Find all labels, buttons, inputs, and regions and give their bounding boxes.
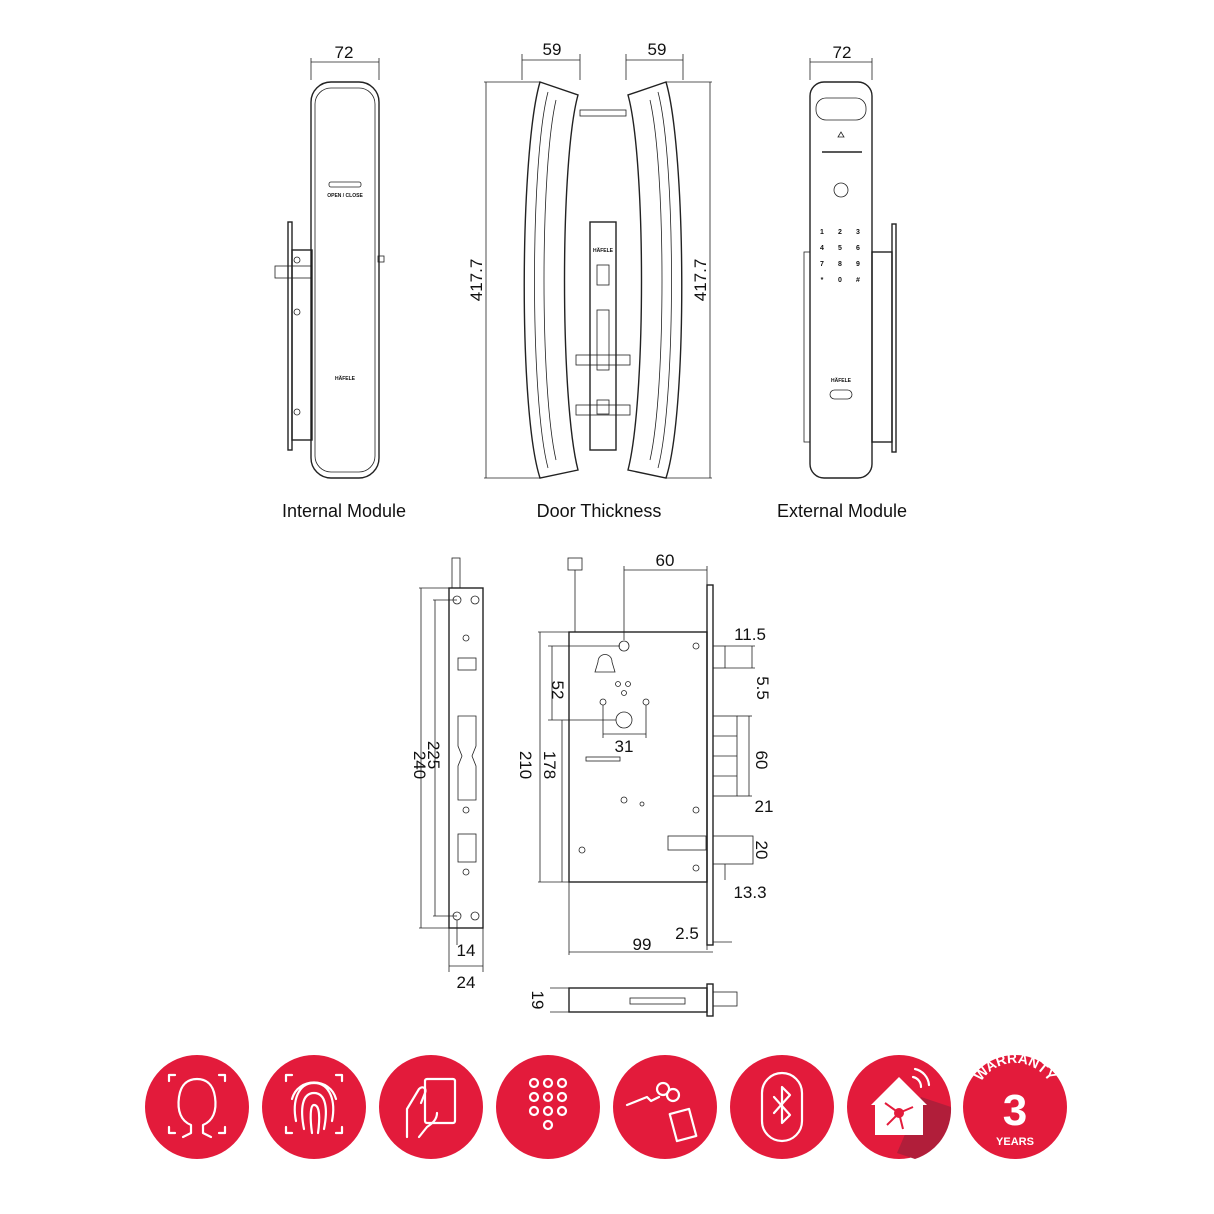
external-module-view: 1 2 3 4 5 6 7 8 9 * 0 # HÄFELE 72 External Module (777, 43, 907, 521)
door-thickness-label: Door Thickness (537, 501, 662, 521)
keypad: 1 2 3 4 5 6 7 8 9 * 0 # (820, 229, 860, 284)
keypad-key: * (821, 277, 824, 284)
keypad-key: 5 (838, 245, 842, 252)
keypad-key: 0 (838, 277, 842, 284)
card-icon (379, 1055, 483, 1159)
dim-5-5: 5.5 (753, 676, 772, 700)
door-right-width-dim: 59 (648, 40, 667, 59)
face-scan-icon (145, 1055, 249, 1159)
dim-20: 20 (752, 841, 771, 860)
mortise-side-view: 240 225 14 24 (410, 557, 484, 992)
warranty-icon: WARRANTY 3 YEARS (963, 1050, 1067, 1159)
dim-2-5: 2.5 (675, 924, 699, 943)
key-icon (613, 1055, 717, 1159)
dim-14: 14 (457, 941, 476, 960)
plate-brand: HÄFELE (593, 247, 614, 254)
mortise-front-view: 60 11.5 5.5 52 31 210 178 60 21 20 13.3 … (516, 551, 773, 955)
dim-31: 31 (615, 737, 634, 756)
open-close-label: OPEN / CLOSE (327, 193, 363, 199)
dim-178: 178 (540, 751, 559, 779)
bluetooth-icon (730, 1055, 834, 1159)
keypad-key: 4 (820, 245, 824, 252)
dim-210: 210 (516, 751, 535, 779)
keypad-dot (556, 1105, 568, 1117)
internal-module-view: OPEN / CLOSE HÄFELE 72 Internal Module (274, 43, 406, 521)
dim-60-bolt: 60 (752, 751, 771, 770)
internal-width-dim: 72 (335, 43, 354, 62)
dim-13-3: 13.3 (733, 883, 766, 902)
keypad-dot (542, 1091, 554, 1103)
keypad-dot (556, 1091, 568, 1103)
external-brand: HÄFELE (831, 377, 852, 384)
keypad-dot (528, 1105, 540, 1117)
keypad-key: # (856, 277, 860, 284)
dim-99: 99 (633, 935, 652, 954)
dim-11-5: 11.5 (734, 625, 766, 644)
door-thickness-view: HÄFELE 59 59 417.7 417.7 Door Thickness (467, 40, 712, 521)
keypad-dot (556, 1077, 568, 1089)
internal-module-label: Internal Module (282, 501, 406, 521)
feature-icons: WARRANTY 3 YEARS (145, 1050, 1067, 1159)
internal-brand: HÄFELE (335, 375, 356, 382)
keypad-key: 1 (820, 229, 824, 236)
external-width-dim: 72 (833, 43, 852, 62)
dim-52: 52 (548, 681, 567, 700)
keypad-dot (542, 1077, 554, 1089)
door-height-right-dim: 417.7 (691, 259, 710, 302)
warranty-years-number: 3 (1003, 1086, 1027, 1135)
keypad-dot (542, 1105, 554, 1117)
dim-21: 21 (755, 797, 774, 816)
door-height-left-dim: 417.7 (467, 259, 486, 302)
dim-240: 240 (410, 751, 429, 779)
keypad-key: 8 (838, 261, 842, 268)
door-left-width-dim: 59 (543, 40, 562, 59)
keypad-key: 9 (856, 261, 860, 268)
warranty-years-label: YEARS (996, 1136, 1034, 1148)
keypad-dot (542, 1119, 554, 1131)
smart-home-icon (847, 1055, 952, 1159)
external-module-label: External Module (777, 501, 907, 521)
mortise-bottom-view: 19 (528, 983, 738, 1017)
dim-225: 225 (424, 741, 443, 769)
dim-60-top: 60 (656, 551, 675, 570)
keypad-dot (528, 1091, 540, 1103)
keypad-key: 6 (856, 245, 860, 252)
dim-19: 19 (528, 991, 547, 1010)
keypad-key: 3 (856, 229, 860, 236)
dim-24: 24 (457, 973, 476, 992)
keypad-key: 7 (820, 261, 824, 268)
keypad-dot (528, 1077, 540, 1089)
keypad-icon (496, 1055, 600, 1159)
keypad-key: 2 (838, 229, 842, 236)
fingerprint-icon (262, 1055, 366, 1159)
